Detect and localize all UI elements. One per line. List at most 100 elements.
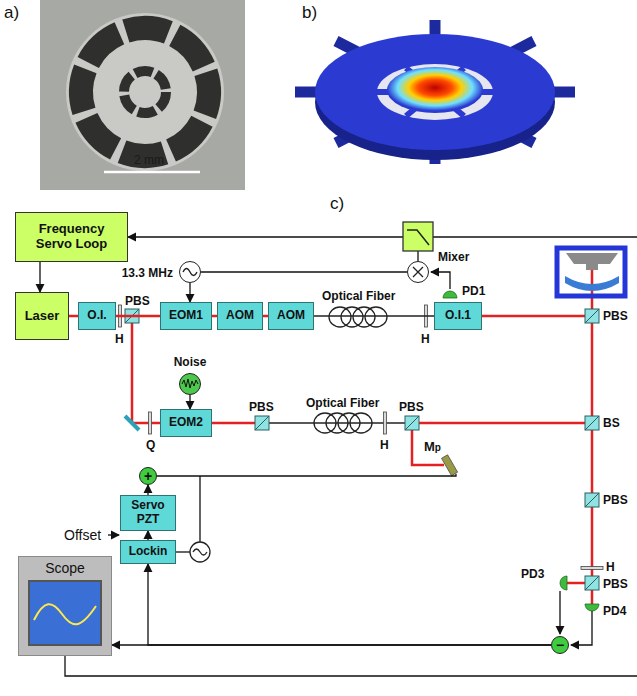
beam-splitter-cube <box>405 416 419 430</box>
beam-splitter-cube <box>585 493 599 507</box>
membrane-photo <box>40 0 245 190</box>
beam-splitter-cube <box>405 416 419 430</box>
beam-splitter-cube <box>585 309 599 323</box>
panel-letter: b) <box>302 3 317 23</box>
component-label: PBS <box>603 309 628 323</box>
node-text: O.I. <box>87 309 106 323</box>
signal-connector <box>189 283 190 302</box>
laser-beam <box>482 315 592 318</box>
lockin-oscillator <box>190 542 210 562</box>
signal-connector <box>147 485 148 495</box>
wave-plate <box>384 412 387 434</box>
node-heading: Mixer <box>438 250 469 264</box>
oscillator-symbol <box>179 261 201 283</box>
node-text: O.I.1 <box>445 309 471 323</box>
laser-beam <box>116 315 160 318</box>
component-label: Optical Fiber <box>306 396 379 410</box>
oscillator-symbol <box>183 269 197 276</box>
membrane-simulation <box>315 34 555 150</box>
laser-box: Laser <box>15 292 69 340</box>
component-label: PBS <box>603 577 628 591</box>
isolator-box: O.I.1 <box>434 302 482 330</box>
membrane-photo <box>64 11 225 172</box>
component-label: H <box>380 438 389 452</box>
modulator-box: AOM <box>268 302 314 330</box>
beam-splitter-cube <box>125 309 599 590</box>
membrane-simulation <box>295 20 575 164</box>
noise-source <box>179 373 201 395</box>
signal-wire <box>176 551 190 552</box>
laser-beam <box>69 315 78 318</box>
signal-connector <box>189 395 190 409</box>
optical-cavity <box>557 248 625 296</box>
oscillator-symbol: 13.3 MHz <box>179 261 201 283</box>
membrane-photo <box>104 171 200 174</box>
oscilloscope <box>28 580 102 646</box>
component-label: PD1 <box>462 284 485 298</box>
noise-source <box>182 379 198 388</box>
isolator-box: O.I. <box>78 302 116 330</box>
component-label: H <box>421 332 430 346</box>
subtractor-symbol: − <box>551 636 569 654</box>
oscilloscope: Scope <box>18 556 112 656</box>
component-label: H <box>115 332 124 346</box>
modulator-box: EOM2 <box>160 409 212 437</box>
signal-connector <box>39 262 40 292</box>
mixer-symbol <box>407 261 429 283</box>
signal-wire <box>431 272 450 289</box>
oscilloscope <box>34 604 96 624</box>
adder-symbol: + <box>139 467 157 485</box>
beam-splitter-cube <box>585 493 599 507</box>
symbol-holder: + <box>140 468 156 484</box>
membrane-simulation <box>295 20 575 164</box>
beam-splitter-cube <box>585 416 599 430</box>
signal-connector <box>128 237 418 261</box>
wave-plate <box>581 567 603 570</box>
photodiode <box>585 604 599 611</box>
node-text: EOM2 <box>169 416 203 430</box>
component-label: Optical Fiber <box>322 289 395 303</box>
signal-label: Offset <box>64 527 101 543</box>
symbol-holder: − <box>552 637 568 653</box>
node-text: EOM1 <box>169 309 203 323</box>
modulator-box: EOM1 <box>160 302 212 330</box>
mirror <box>125 416 458 476</box>
signal-wire <box>433 236 637 237</box>
signal-wire <box>157 474 456 476</box>
optical-cavity <box>565 276 619 291</box>
node-text: AOM <box>277 309 305 323</box>
photodiode <box>443 291 457 298</box>
optical-fiber <box>338 413 360 433</box>
component-label: PBS <box>399 400 424 414</box>
lowpass-filter <box>403 222 433 251</box>
signal-connector <box>314 315 434 317</box>
node-heading: Noise <box>174 355 207 369</box>
membrane-photo <box>40 0 245 190</box>
node-heading: 13.3 MHz <box>122 266 173 280</box>
beam-splitter-cube <box>585 576 599 590</box>
component-label: PD3 <box>521 567 544 581</box>
laser-beam <box>132 316 160 423</box>
component-label: Q <box>146 438 155 452</box>
lockin-oscillator <box>190 542 210 562</box>
photodiode <box>443 291 599 611</box>
node-text: Scope <box>19 560 111 576</box>
modulator-box: AOM <box>217 302 263 330</box>
optical-fiber <box>341 307 363 327</box>
optical-fiber <box>326 413 348 433</box>
beam-splitter-cube <box>585 576 599 590</box>
optical-fiber <box>329 307 351 327</box>
noise-source: Noise <box>179 373 201 395</box>
signal-connector <box>148 564 551 645</box>
optical-fiber <box>353 307 375 327</box>
signal-wire <box>559 591 560 634</box>
laser-beam <box>132 270 592 604</box>
node-text: Laser <box>25 309 60 324</box>
component-label: BS <box>603 416 620 430</box>
signal-wire <box>65 656 637 676</box>
component-label: PBS <box>249 400 274 414</box>
mixer-symbol <box>413 267 423 277</box>
laser-beam <box>419 422 592 425</box>
node-text: Servo PZT <box>124 499 172 527</box>
